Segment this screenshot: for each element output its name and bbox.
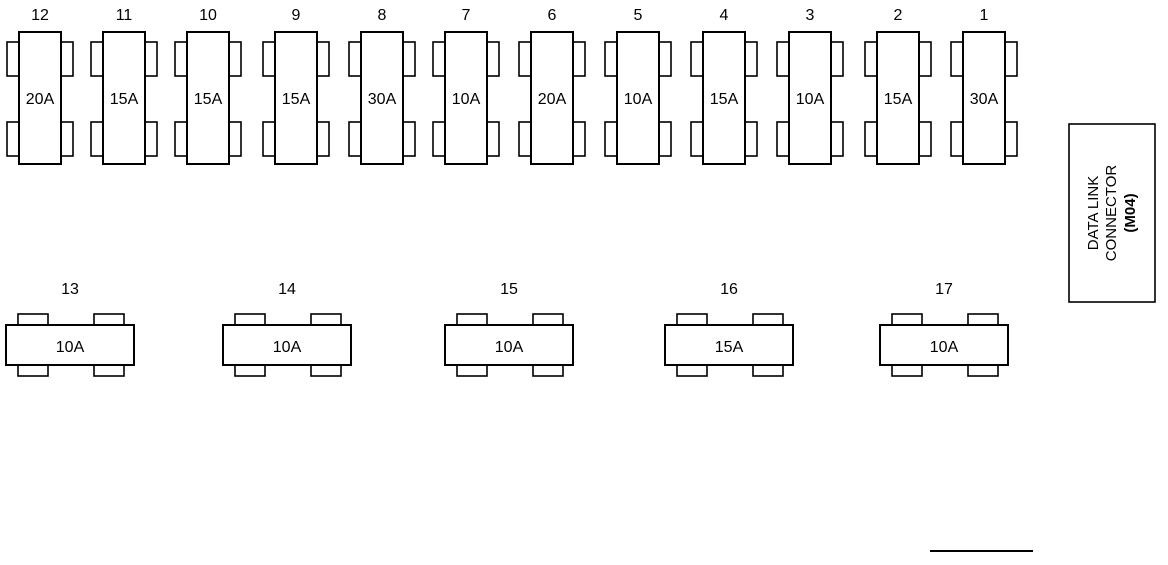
data-link-connector: DATA LINK CONNECTOR (M04)	[1068, 123, 1156, 303]
connector-label-line-2: CONNECTOR	[1103, 165, 1120, 262]
fuse-number: 10	[199, 7, 217, 24]
data-link-connector-outline	[1068, 123, 1156, 303]
fuse-number: 4	[720, 7, 729, 24]
fuse-rating: 15A	[110, 91, 139, 108]
connector-label-line-1: DATA LINK	[1085, 176, 1102, 250]
fuse-body	[962, 31, 1006, 165]
fuse-8: 8 30A	[348, 7, 416, 165]
fuse-number: 3	[806, 7, 815, 24]
fuse-body	[222, 324, 352, 366]
fuse-body	[444, 324, 574, 366]
fuse-14: 14 10A	[222, 281, 352, 377]
fuse-number: 7	[462, 7, 471, 24]
fuse-rating: 10A	[452, 91, 481, 108]
fuse-body	[664, 324, 794, 366]
fuse-number: 17	[935, 281, 953, 298]
fuse-rating: 10A	[930, 339, 959, 356]
fuse-rating: 30A	[970, 91, 999, 108]
fuse-rating: 30A	[368, 91, 397, 108]
fuse-number: 9	[292, 7, 301, 24]
fuse-12: 12 20A	[6, 7, 74, 165]
fuse-rating: 10A	[495, 339, 524, 356]
fuse-body	[444, 31, 488, 165]
fuse-body	[274, 31, 318, 165]
fuse-number: 2	[894, 7, 903, 24]
fuse-number: 15	[500, 281, 518, 298]
fuse-number: 5	[634, 7, 643, 24]
fuse-rating: 10A	[624, 91, 653, 108]
fuse-rating: 15A	[282, 91, 311, 108]
fuse-16: 16 15A	[664, 281, 794, 377]
fuse-2: 2 15A	[864, 7, 932, 165]
fuse-rating: 15A	[194, 91, 223, 108]
fuse-body	[5, 324, 135, 366]
fuse-body	[186, 31, 230, 165]
fuse-row-lower: 13 10A 14 10A 15 10A 16 15A 17 10A	[5, 281, 1009, 377]
fuse-number: 14	[278, 281, 296, 298]
fuse-number: 1	[980, 7, 989, 24]
fuse-number: 16	[720, 281, 738, 298]
fuse-body	[530, 31, 574, 165]
fuse-3: 3 10A	[776, 7, 844, 165]
fuse-rating: 15A	[715, 339, 744, 356]
fuse-rating: 10A	[273, 339, 302, 356]
fuse-number: 6	[548, 7, 557, 24]
fuse-number: 11	[116, 7, 133, 24]
fuse-13: 13 10A	[5, 281, 135, 377]
fuse-rating: 20A	[26, 91, 55, 108]
fuse-number: 12	[31, 7, 49, 24]
fuse-1: 1 30A	[950, 7, 1018, 165]
fuse-number: 8	[378, 7, 387, 24]
fuse-body	[102, 31, 146, 165]
fuse-rating: 10A	[796, 91, 825, 108]
fuse-body	[616, 31, 660, 165]
fuse-11: 11 15A	[90, 7, 158, 165]
fuse-rating: 20A	[538, 91, 567, 108]
fuse-body	[788, 31, 832, 165]
fuse-5: 5 10A	[604, 7, 672, 165]
fuse-row-upper: 1220A1115A1015A915A830A710A620A510A415A3…	[6, 7, 1018, 165]
fuse-body	[879, 324, 1009, 366]
fuse-rating: 15A	[710, 91, 739, 108]
fuse-6: 6 20A	[518, 7, 586, 165]
fuse-9: 9 15A	[262, 7, 330, 165]
fuse-body	[702, 31, 746, 165]
fuse-4: 4 15A	[690, 7, 758, 165]
fuse-10: 10 15A	[174, 7, 242, 165]
fuse-rating: 15A	[884, 91, 913, 108]
fuse-15: 15 10A	[444, 281, 574, 377]
fuse-body	[18, 31, 62, 165]
fuse-body	[876, 31, 920, 165]
connector-label-line-3: (M04)	[1122, 193, 1139, 232]
fuse-body	[360, 31, 404, 165]
fuse-rating: 10A	[56, 339, 85, 356]
fuse-7: 7 10A	[432, 7, 500, 165]
fuse-number: 13	[61, 281, 79, 298]
fuse-17: 17 10A	[879, 281, 1009, 377]
